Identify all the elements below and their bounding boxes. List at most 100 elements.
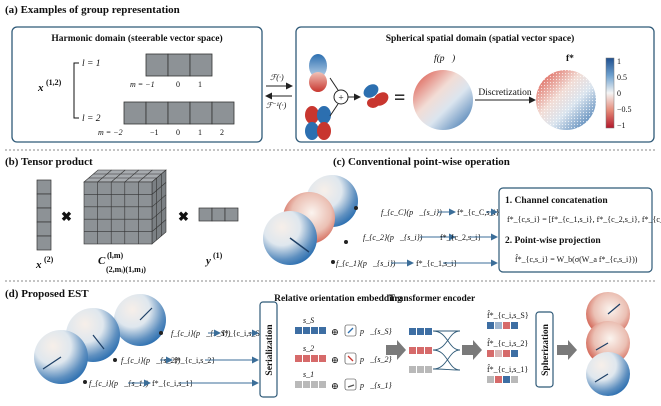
c-out-c2: f*_{c_2,s_i} [440, 233, 481, 242]
harmonic-lobe-l1 [309, 54, 327, 92]
l2-vector [123, 101, 235, 125]
cbar-tick-1: 1 [617, 57, 621, 66]
spherical-box [295, 26, 655, 143]
sum-line-bottom [329, 103, 339, 117]
times-icon-2: ✖ [178, 209, 189, 224]
l2-label: l = 2 [82, 114, 101, 124]
svg-text:+: + [338, 94, 343, 104]
m-l2-1: −1 [150, 128, 159, 137]
spheres-c [263, 175, 358, 265]
harmonic-lobe-l2 [305, 106, 331, 140]
sum-line-top [329, 77, 339, 91]
sphere-discretized [536, 70, 596, 130]
token-row-sS: s_S ⊕ p⃗_{s_S} [295, 316, 393, 338]
panel-a-title: (a) Examples of group representation [5, 4, 180, 16]
panel-d-title: (d) Proposed EST [5, 288, 89, 300]
d-out-s1: f*_{c_i,s_1} [152, 379, 193, 388]
c-out-c1: f*_{c_1,s_i} [416, 259, 457, 268]
f-p-label: f(p⃗) [434, 53, 455, 64]
token-row-s2: s_2 ⊕ p⃗_{s_2} [295, 344, 393, 366]
point-marker-c1 [331, 260, 335, 264]
svg-text:s_1: s_1 [303, 370, 314, 379]
box-eq2: f̂*_{c,s_i} = W_b(σ(W_a f*_{c,s_i})) [515, 253, 638, 264]
transformer-title: Transformer encoder [389, 294, 476, 304]
serialization-box [259, 301, 278, 398]
x2-label: x [35, 259, 42, 271]
token-row-s1: s_1 ⊕ p⃗_{s_1} [295, 370, 393, 392]
svg-text:f̂*_{c_i,s_2}: f̂*_{c_i,s_2} [487, 337, 529, 348]
box-item1: 1. Channel concatenation [505, 196, 608, 206]
d-f-s2: f_{c_i}(p⃗_{s_2}) [121, 356, 181, 365]
svg-text:⊕: ⊕ [331, 328, 339, 338]
output-tokens: f̂*_{c_i,s_S} f̂*_{c_i,s_2} f̂*_{c_i,s_1… [487, 309, 529, 383]
discretization-label: Discretization [478, 88, 532, 98]
times-icon-1: ✖ [61, 209, 72, 224]
m-l2-0: m = −2 [98, 128, 123, 137]
l1-vector [145, 53, 213, 77]
cg-sup: (l,m) [107, 251, 124, 260]
panel-b-title: (b) Tensor product [5, 156, 93, 168]
transform-forward: ℱ(·) [270, 73, 284, 82]
d-out-s2: f*_{c_i,s_2} [174, 356, 215, 365]
pointwise-box [498, 187, 653, 273]
c-out-cC: f*_{c_C,s_i} [457, 208, 500, 217]
transform-inverse: ℱ⁻¹(·) [266, 101, 287, 110]
serialization-label: Serialization [265, 324, 275, 376]
m-l1-0: m = −1 [130, 80, 155, 89]
cg-sub: (2,mᵢ)(1,mⱼ) [106, 265, 146, 274]
c-fcC: f_{c_C}(p⃗_{s_i}) [381, 208, 442, 217]
cg-tensor-cube [83, 169, 167, 245]
c-fc1: f_{c_1}(p⃗_{s_i}) [336, 259, 396, 268]
svg-text:p⃗_{s_S}: p⃗_{s_S} [359, 327, 393, 336]
m-l2-3: 1 [198, 128, 202, 137]
svg-text:p⃗_{s_2}: p⃗_{s_2} [359, 355, 393, 364]
spheres-d-input [34, 294, 166, 384]
l-bracket [73, 62, 79, 119]
svg-text:f̂*_{c_i,s_S}: f̂*_{c_i,s_S} [487, 309, 529, 320]
d-f-sS: f_{c_i}(p⃗_{s_S}) [171, 329, 231, 338]
transformer-block [409, 328, 461, 373]
x2-sup: (2) [44, 255, 54, 264]
svg-text:p⃗_{s_1}: p⃗_{s_1} [359, 381, 393, 390]
x12-label: x [37, 82, 44, 94]
to-output-arrow [557, 340, 577, 360]
cbar-tick-neg0-5: −0.5 [617, 105, 632, 114]
cg-label: C [98, 255, 106, 267]
box-item2: 2. Point-wise projection [505, 236, 601, 246]
to-transformer-arrow [386, 340, 406, 360]
svg-text:s_2: s_2 [303, 344, 314, 353]
point-marker-s1 [83, 380, 87, 384]
d-f-s1: f_{c_i}(p⃗_{s_1}) [89, 379, 149, 388]
point-marker-c2 [344, 240, 348, 244]
svg-text:⊕: ⊕ [331, 356, 339, 366]
y1-vector [198, 207, 239, 222]
equals-sign: = [394, 87, 405, 109]
harmonic-box [11, 26, 263, 143]
panel-c-title: (c) Conventional point-wise operation [333, 156, 510, 168]
m-l1-2: 1 [198, 80, 202, 89]
m-l2-4: 2 [220, 128, 224, 137]
cbar-tick-0: 0 [617, 89, 621, 98]
colorbar [605, 57, 615, 129]
svg-text:f̂*_{c_i,s_1}: f̂*_{c_i,s_1} [487, 363, 529, 374]
x2-vector [36, 179, 52, 251]
f-star-label: f* [566, 54, 574, 64]
combined-lobe [363, 84, 389, 108]
harmonic-title: Harmonic domain (steerable vector space) [51, 33, 222, 44]
c-fc2: f_{c_2}(p⃗_{s_i}) [363, 233, 423, 242]
svg-text:⊕: ⊕ [331, 382, 339, 392]
spheres-d-output [586, 292, 630, 396]
point-marker-cc [354, 206, 358, 210]
point-marker-s2 [113, 358, 117, 362]
from-transformer-arrow [462, 340, 482, 360]
x12-sup: (1,2) [46, 78, 62, 87]
m-l2-2: 0 [176, 128, 180, 137]
svg-text:s_S: s_S [303, 316, 314, 325]
y1-sup: (1) [213, 251, 223, 260]
spherical-title: Spherical spatial domain (spatial vector… [386, 33, 575, 44]
sphere-continuous [413, 70, 473, 130]
cbar-tick-0-5: 0.5 [617, 73, 627, 82]
embedding-title: Relative orientation embedding [274, 294, 402, 304]
m-l1-1: 0 [176, 80, 180, 89]
